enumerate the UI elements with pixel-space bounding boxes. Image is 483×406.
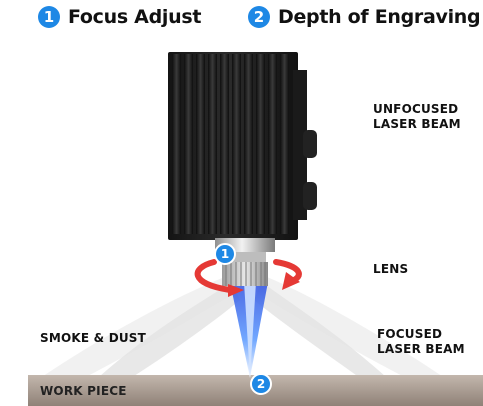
heat-sink — [168, 52, 307, 240]
label-lens: LENS — [373, 262, 409, 276]
number-badge-1: 1 — [38, 6, 60, 28]
label-focused-line2: LASER BEAM — [377, 342, 465, 356]
title-focus-adjust: 1 Focus Adjust — [38, 6, 201, 28]
rotate-arrow-icon — [194, 259, 302, 297]
marker-focus-adjust: 1 — [214, 243, 236, 265]
title-depth-text: Depth of Engraving — [278, 6, 481, 28]
label-smoke-dust: SMOKE & DUST — [40, 331, 147, 345]
lens-holder — [215, 238, 275, 286]
number-badge-2: 2 — [248, 6, 270, 28]
smoke-plume — [30, 275, 455, 385]
title-depth-of-engraving: 2 Depth of Engraving — [248, 6, 481, 28]
label-focused-laser-beam: FOCUSED LASER BEAM — [377, 327, 465, 357]
label-unfocused-line2: LASER BEAM — [373, 117, 461, 131]
title-focus-adjust-text: Focus Adjust — [68, 6, 202, 28]
label-work-piece: WORK PIECE — [40, 384, 127, 398]
label-unfocused-line1: UNFOCUSED — [373, 102, 459, 116]
label-unfocused-laser-beam: UNFOCUSED LASER BEAM — [373, 102, 461, 132]
title-row: 1 Focus Adjust 2 Depth of Engraving — [0, 0, 483, 40]
side-knobs — [303, 130, 317, 210]
label-focused-line1: FOCUSED — [377, 327, 443, 341]
marker-depth-of-engraving: 2 — [250, 373, 272, 395]
